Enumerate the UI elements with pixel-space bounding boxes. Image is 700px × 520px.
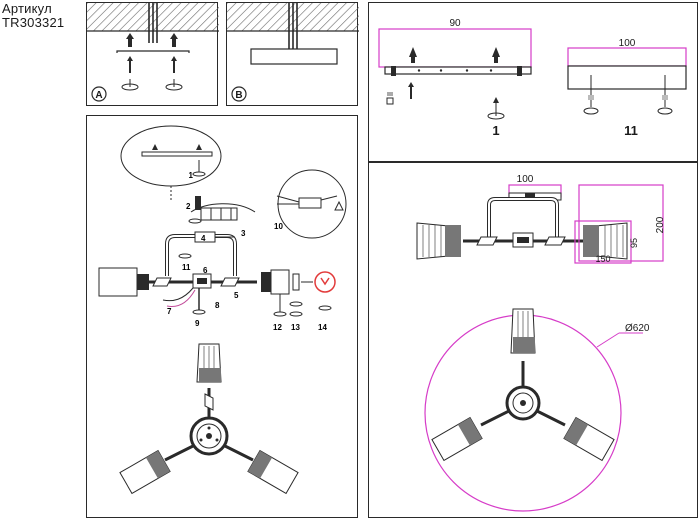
part-11-number: 11	[624, 123, 638, 138]
callout-2: 2	[186, 202, 191, 211]
article-code: TR303321	[2, 15, 65, 30]
screw-right-icon	[171, 56, 177, 73]
right-shade-side	[583, 222, 628, 260]
callout-1: 1	[189, 171, 194, 180]
install-b-drawing: B	[227, 3, 359, 102]
anchor-left-icon	[126, 33, 134, 47]
anchor-icon-left	[409, 47, 417, 63]
install-a-drawing: A	[87, 3, 219, 102]
article-header: Артикул TR303321	[2, 2, 64, 30]
callout-5: 5	[234, 291, 239, 300]
screw-left-icon	[127, 56, 133, 73]
socket	[270, 269, 290, 295]
plan-view-dimensioned	[431, 308, 615, 462]
install-panel-b: B	[226, 2, 359, 106]
dim-shade-height-label: 95	[629, 238, 639, 248]
assembly-panel: 1 10 2 4 3 11 6	[86, 115, 358, 518]
screw-icon	[408, 82, 414, 99]
bulb-icon	[314, 271, 336, 293]
nut-icon	[386, 92, 394, 105]
callout-12: 12	[273, 323, 282, 332]
screw-bottom-icon	[487, 97, 505, 120]
left-shade	[98, 267, 138, 297]
plan-view-assembled	[119, 343, 299, 495]
callout-13: 13	[291, 323, 300, 332]
warning-icon	[334, 200, 344, 211]
dimensions-panel: 100 200 95 150	[368, 162, 698, 518]
callout-9: 9	[195, 319, 200, 328]
dim-shade-width-label: 150	[595, 254, 610, 264]
canopy-cover	[567, 65, 687, 90]
parts-panel: 90 1 100	[368, 2, 698, 162]
dim-90-label: 90	[449, 18, 461, 29]
dim-top-label: 100	[517, 174, 534, 185]
mounting-plate	[384, 66, 532, 75]
part-1-number: 1	[492, 123, 499, 138]
callout-14: 14	[318, 323, 327, 332]
label-b: B	[235, 90, 242, 101]
assembly-drawing: 1 10 2 4 3 11 6	[98, 125, 347, 495]
canopy-rect	[250, 48, 338, 65]
dim-100-label: 100	[619, 38, 636, 49]
install-panel-a: A	[86, 2, 219, 106]
callout-7: 7	[167, 307, 172, 316]
dim-box-90	[378, 28, 532, 68]
dimensions-drawing: 100 200 95 150	[416, 174, 666, 512]
dim-box-100	[567, 47, 687, 67]
callout-11: 11	[182, 263, 191, 272]
parts-drawing: 90 1 100	[378, 18, 687, 138]
dim-shade-box	[574, 220, 632, 264]
dim-diameter-label: Ø620	[625, 323, 650, 334]
label-a: A	[95, 90, 102, 101]
dim-height-label: 200	[655, 216, 666, 233]
callout-4: 4	[201, 234, 206, 243]
anchor-icon-right	[492, 47, 500, 63]
dim-height-box	[578, 184, 664, 262]
left-shade-side	[416, 222, 461, 260]
anchor-right-icon	[170, 33, 178, 47]
callout-6: 6	[203, 266, 208, 275]
article-label: Артикул	[2, 1, 52, 16]
callout-3: 3	[241, 229, 246, 238]
callout-8: 8	[215, 301, 220, 310]
callout-10: 10	[274, 222, 283, 231]
